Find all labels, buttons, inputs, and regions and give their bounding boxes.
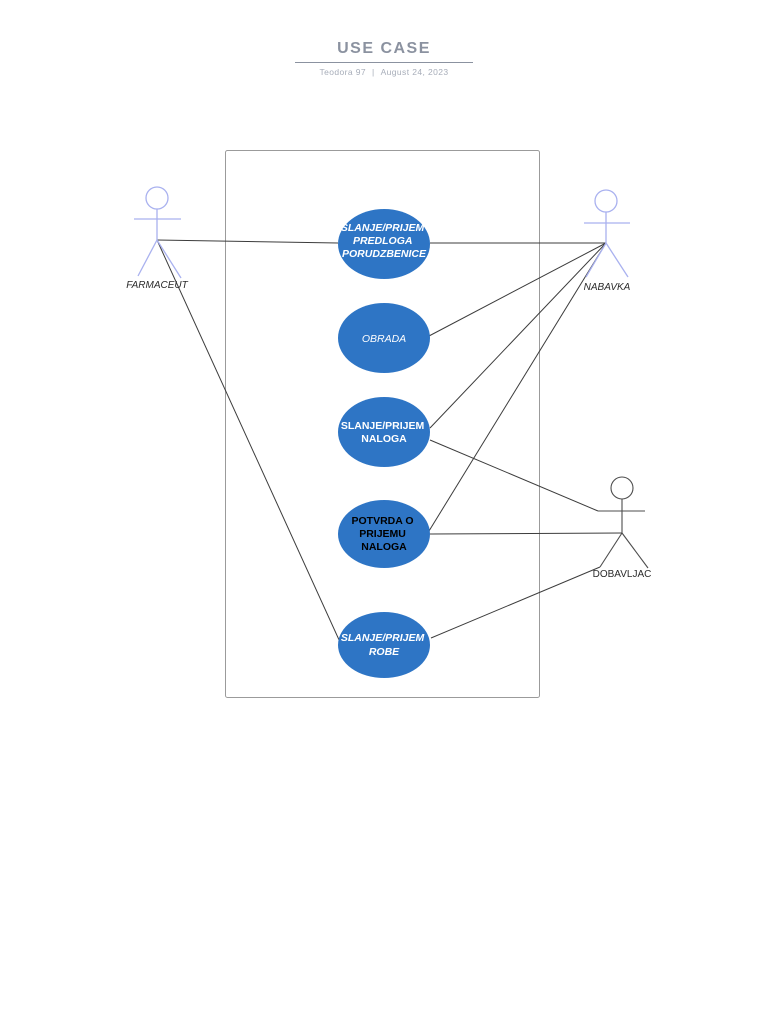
title-underline <box>295 62 473 63</box>
date-text: August 24, 2023 <box>380 67 449 77</box>
uc5-label: SLANJE/PRIJEM ROBE <box>341 632 427 658</box>
usecase-slanje-prijem-robe: SLANJE/PRIJEM ROBE <box>338 612 430 678</box>
usecase-slanje-prijem-naloga: SLANJE/PRIJEM NALOGA <box>338 397 430 467</box>
farmaceut-right-leg <box>156 239 182 279</box>
nabavka-left-leg <box>585 242 607 278</box>
title-block: USE CASE Teodora 97 | August 24, 2023 <box>0 40 768 77</box>
actor-dobavljac-figure: DOBAVLJAC <box>593 476 652 580</box>
association-nabavka-uc2 <box>428 242 607 337</box>
subtitle: Teodora 97 | August 24, 2023 <box>0 67 768 77</box>
uc2-ellipse <box>338 303 430 373</box>
association-dobavljac-uc4 <box>429 532 623 535</box>
page-title: USE CASE <box>337 40 431 57</box>
uc1-label: SLANJE/PRIJEM PREDLOGA PORUDZBENICE <box>341 222 427 260</box>
association-nabavka-uc4 <box>428 242 607 532</box>
association-farmaceut-uc5 <box>156 239 341 643</box>
dobavljac-head-icon <box>610 476 634 500</box>
uc1-ellipse <box>338 209 430 279</box>
association-farmaceut-uc1 <box>156 239 339 244</box>
nabavka-right-leg <box>605 242 629 278</box>
dobavljac-left-leg <box>599 532 623 568</box>
usecase-potvrda-o-prijemu-naloga: POTVRDA O PRIJEMU NALOGA <box>338 500 430 568</box>
farmaceut-head-icon <box>145 186 169 210</box>
usecase-slanje-prijem-predloga-porudzbenice: SLANJE/PRIJEM PREDLOGA PORUDZBENICE <box>338 209 430 279</box>
associations <box>156 239 623 643</box>
actor-nabavka-figure: NABAVKA <box>584 189 631 293</box>
uc2-label: OBRADA <box>362 333 406 345</box>
association-dobavljac-uc5 <box>430 566 601 639</box>
association-dobavljac-uc3 <box>429 439 599 512</box>
nabavka-head-icon <box>594 189 618 213</box>
dobavljac-right-leg <box>621 532 649 569</box>
uc4-label: POTVRDA O PRIJEMU NALOGA <box>352 515 417 553</box>
uc5-ellipse <box>338 612 430 678</box>
subtitle-separator: | <box>372 67 375 77</box>
farmaceut-left-leg <box>137 239 158 277</box>
association-nabavka-uc3 <box>429 242 607 429</box>
actor-label-nabavka: NABAVKA <box>584 282 631 293</box>
author-text: Teodora 97 <box>319 67 366 77</box>
actor-label-dobavljac: DOBAVLJAC <box>593 569 652 580</box>
uc3-label: SLANJE/PRIJEM NALOGA <box>341 420 427 445</box>
system-boundary <box>225 150 540 698</box>
actor-label-farmaceut: FARMACEUT <box>126 280 188 291</box>
actor-farmaceut-figure: FARMACEUT <box>126 186 189 291</box>
usecase-obrada: OBRADA <box>338 303 430 373</box>
uc4-ellipse <box>338 500 430 568</box>
uc3-ellipse <box>338 397 430 467</box>
